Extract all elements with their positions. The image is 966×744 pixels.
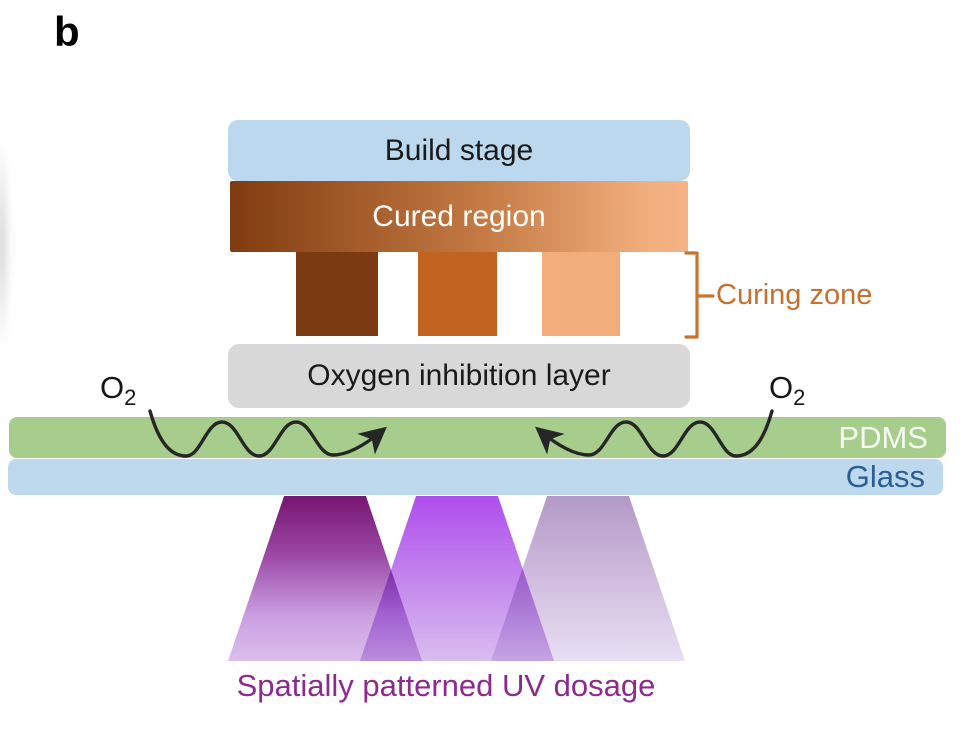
uv-dosage-label: Spatially patterned UV dosage bbox=[236, 668, 656, 703]
adjacent-panel-edge bbox=[0, 140, 10, 350]
pdms-layer: PDMS bbox=[9, 417, 946, 458]
o2-molecule-right: O2 bbox=[769, 370, 806, 411]
glass-layer: Glass bbox=[8, 459, 943, 495]
uv-cone-low-intensity bbox=[491, 496, 685, 661]
oxygen-inhibition-layer: Oxygen inhibition layer bbox=[228, 344, 690, 408]
cured-pillar-low-dose bbox=[542, 252, 620, 336]
panel-label: b bbox=[54, 8, 80, 55]
build-stage-layer: Build stage bbox=[228, 120, 690, 181]
cured-region-layer: Cured region bbox=[230, 181, 688, 252]
cured-pillar-high-dose bbox=[296, 252, 378, 336]
pdms-label: PDMS bbox=[838, 419, 928, 455]
cured-region-label: Cured region bbox=[372, 199, 546, 233]
glass-label: Glass bbox=[845, 459, 925, 494]
cured-pillar-medium-dose bbox=[418, 252, 497, 336]
oxygen-inhibition-layer-label: Oxygen inhibition layer bbox=[307, 359, 611, 392]
o2-molecule-left: O2 bbox=[100, 370, 137, 411]
curing-zone-bracket bbox=[684, 251, 715, 339]
curing-zone-label: Curing zone bbox=[716, 279, 873, 311]
build-stage-label: Build stage bbox=[384, 133, 534, 167]
